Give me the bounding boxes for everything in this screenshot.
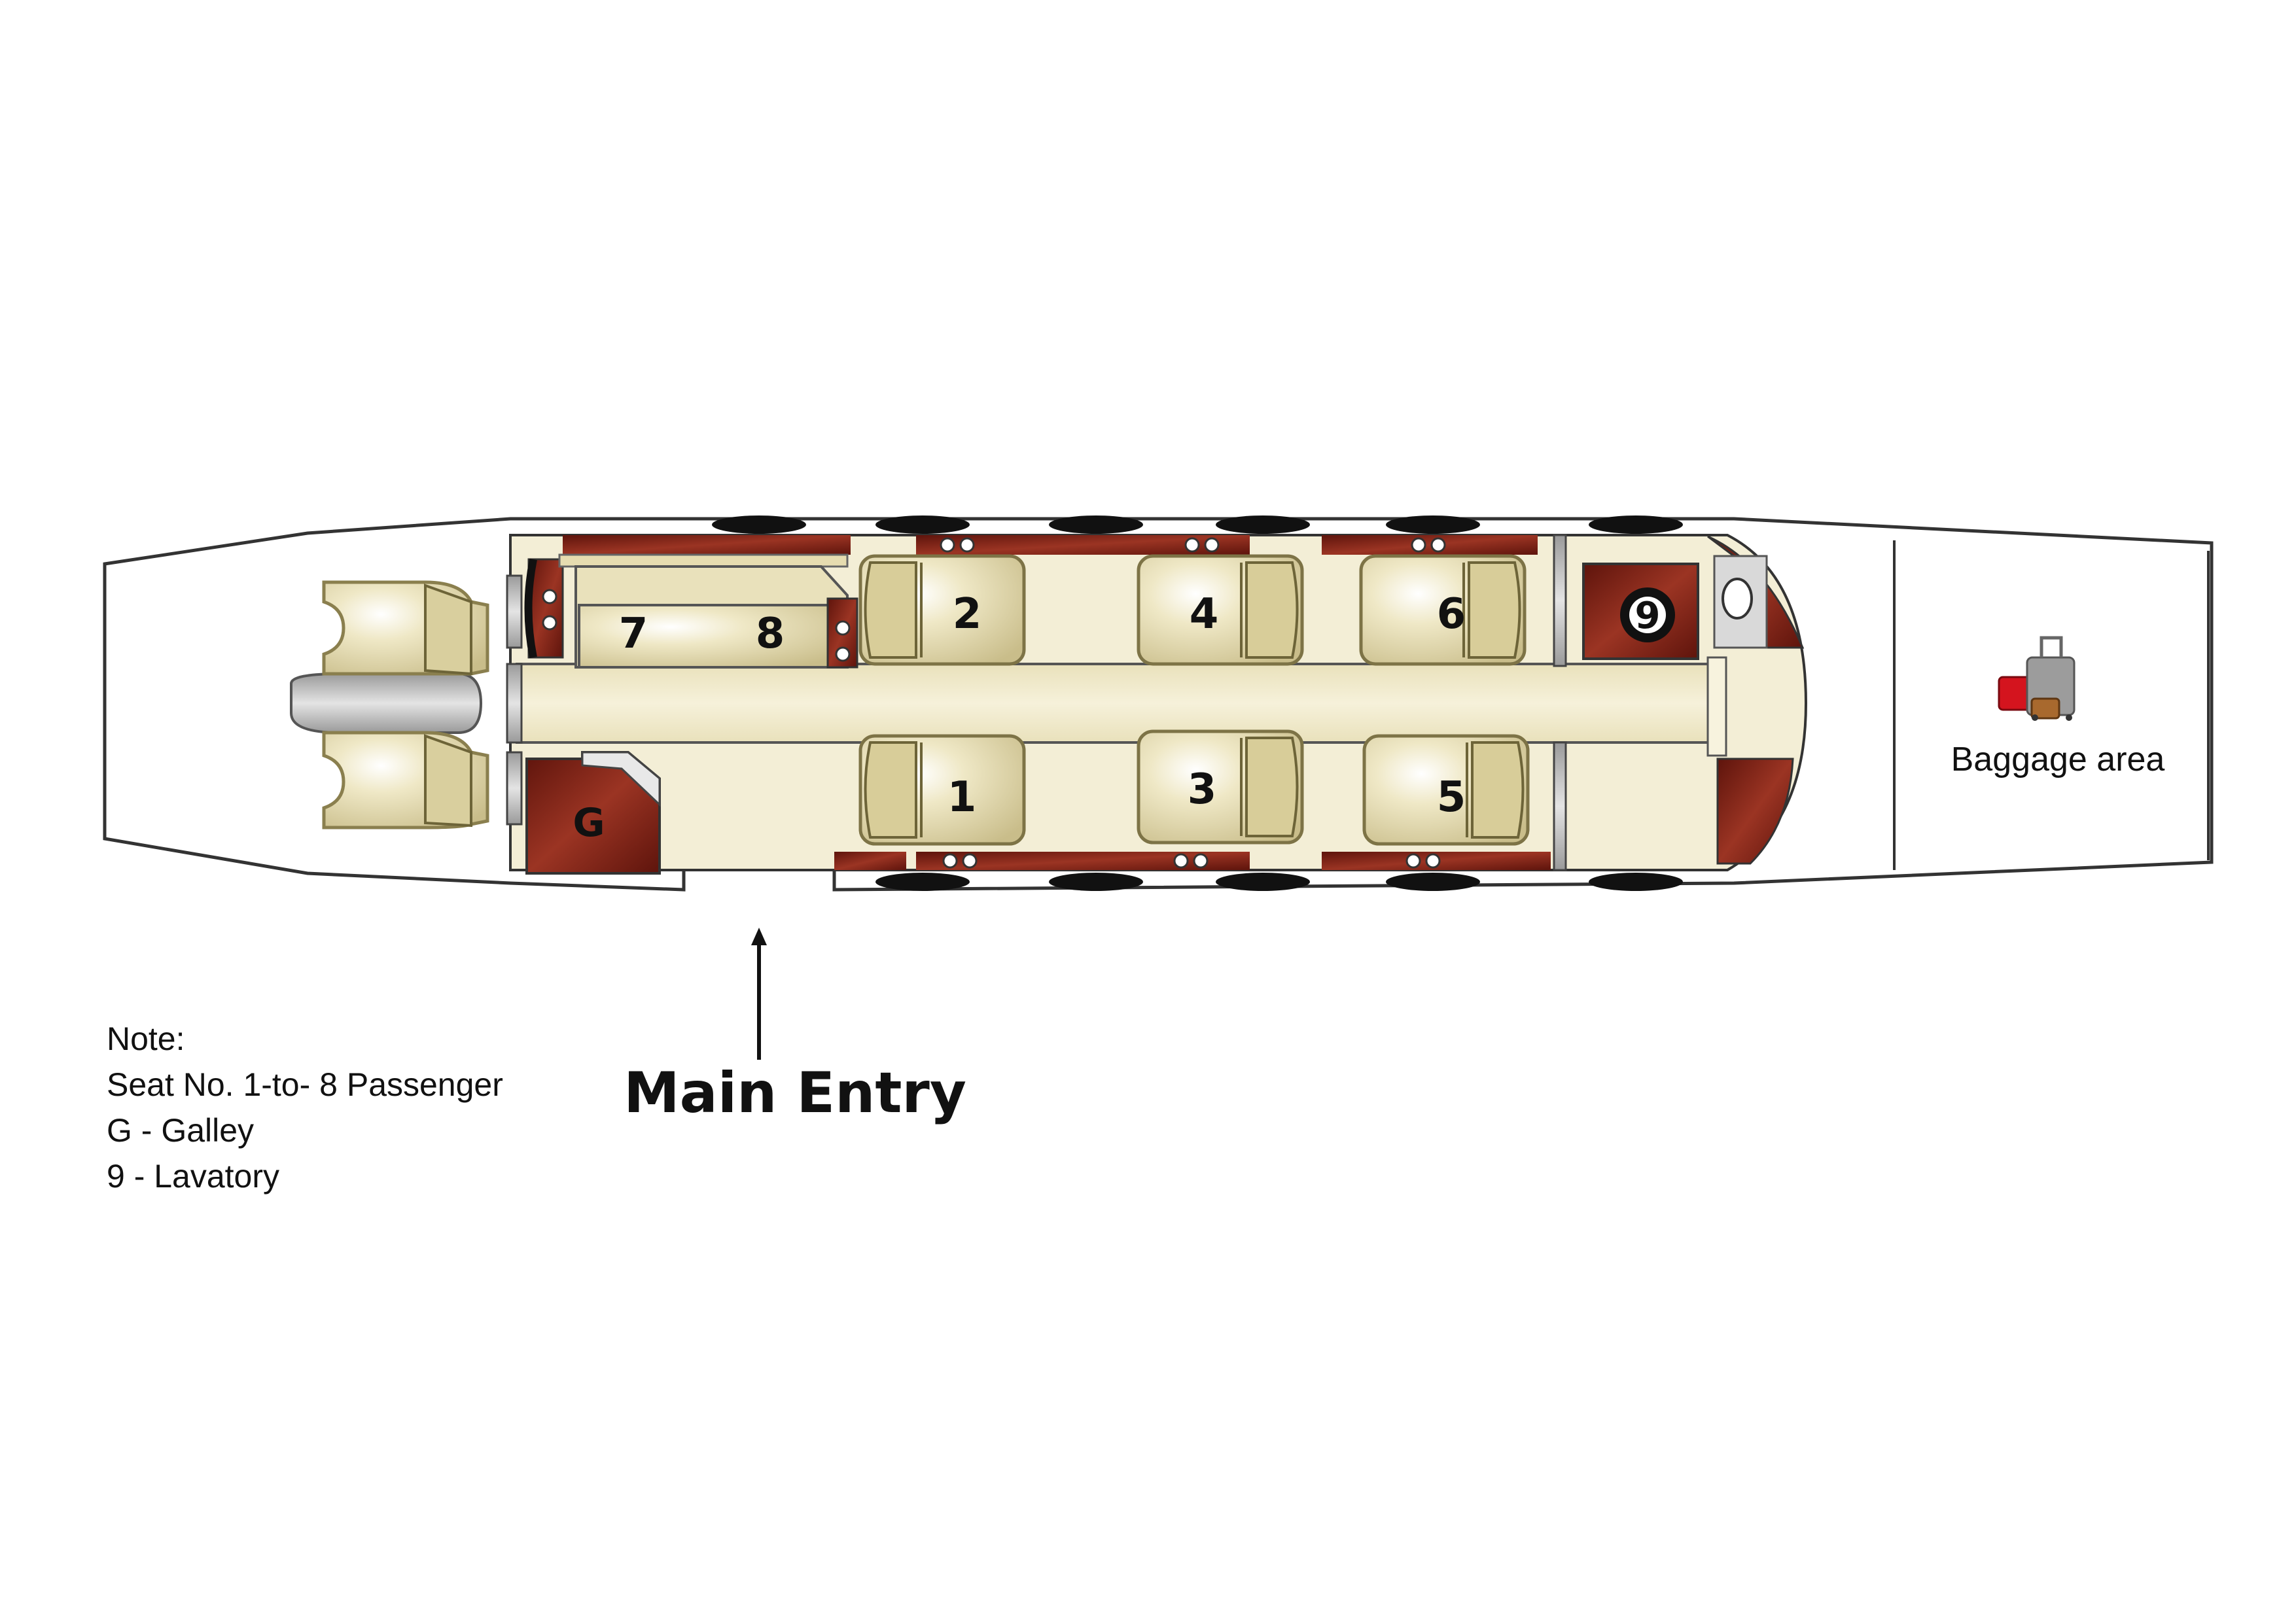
main-entry-label: Main Entry [624,1060,966,1126]
lavatory [1582,535,1805,865]
seat-5-label: 5 [1437,773,1466,822]
aisle [516,663,1716,744]
seat-6-label: 6 [1437,590,1466,638]
note-seats: Seat No. 1-to- 8 Passenger [107,1066,503,1103]
lavatory-label: 9 [1635,595,1661,637]
seat-6-shape [1359,554,1527,666]
seat-5-shape [1362,734,1530,846]
seat-2-label: 2 [953,590,982,638]
pilot-seat-right [322,731,489,829]
seat-8-label: 8 [756,610,785,658]
seat-4-label: 4 [1190,590,1219,638]
seat-4-shape [1137,554,1304,666]
galley [525,751,661,875]
entry-arrow [751,928,767,1060]
seat-3-label: 3 [1188,765,1217,814]
seat-2-shape [858,554,1026,666]
note-title: Note: [107,1021,185,1057]
luggage-icon [1998,636,2075,721]
seat-1-shape [858,734,1026,846]
legend-note: Note: Seat No. 1-to- 8 Passenger G - Gal… [107,1021,503,1195]
seat-1-label: 1 [947,773,977,822]
pilot-seat-left [322,580,489,676]
pilot-console [290,672,483,734]
seat-3-shape [1137,729,1304,845]
seat-7-label: 7 [619,610,648,658]
note-lavatory: 9 - Lavatory [107,1158,279,1195]
side-consoles [563,535,1551,870]
windows [712,515,1683,891]
baggage-area-label: Baggage area [1951,741,2165,778]
note-galley: G - Galley [107,1112,254,1149]
cockpit [290,580,489,829]
divan [524,553,858,669]
galley-label: G [573,800,605,846]
